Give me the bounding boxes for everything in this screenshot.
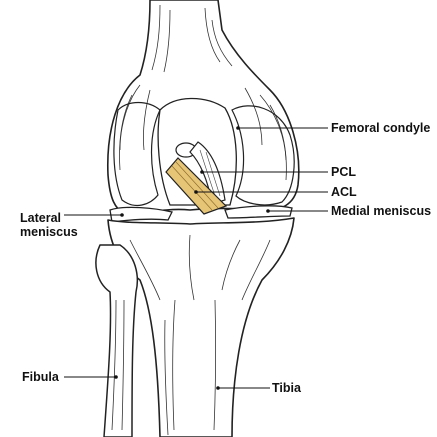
label-lateral-meniscus-line1: Lateral — [20, 211, 61, 225]
label-tibia: Tibia — [272, 381, 302, 395]
lateral-condyle-outline — [113, 101, 161, 207]
label-fibula: Fibula — [22, 370, 60, 384]
label-femoral-condyle: Femoral condyle — [331, 121, 430, 135]
medial-meniscus — [224, 205, 293, 219]
acl-striations — [171, 161, 219, 211]
tibia — [107, 217, 295, 437]
lateral-meniscus — [109, 206, 173, 223]
fibula — [95, 244, 139, 437]
label-acl: ACL — [331, 185, 357, 199]
fibula-shading — [111, 299, 125, 431]
label-lateral-meniscus-line2: meniscus — [20, 225, 78, 239]
label-medial-meniscus: Medial meniscus — [331, 204, 431, 218]
leader-lines — [64, 127, 328, 389]
leader-dots — [114, 126, 270, 390]
tibia-shading — [129, 234, 271, 436]
label-pcl: PCL — [331, 165, 356, 179]
pcl-striations — [199, 149, 221, 197]
medial-condyle-outline — [231, 105, 295, 206]
